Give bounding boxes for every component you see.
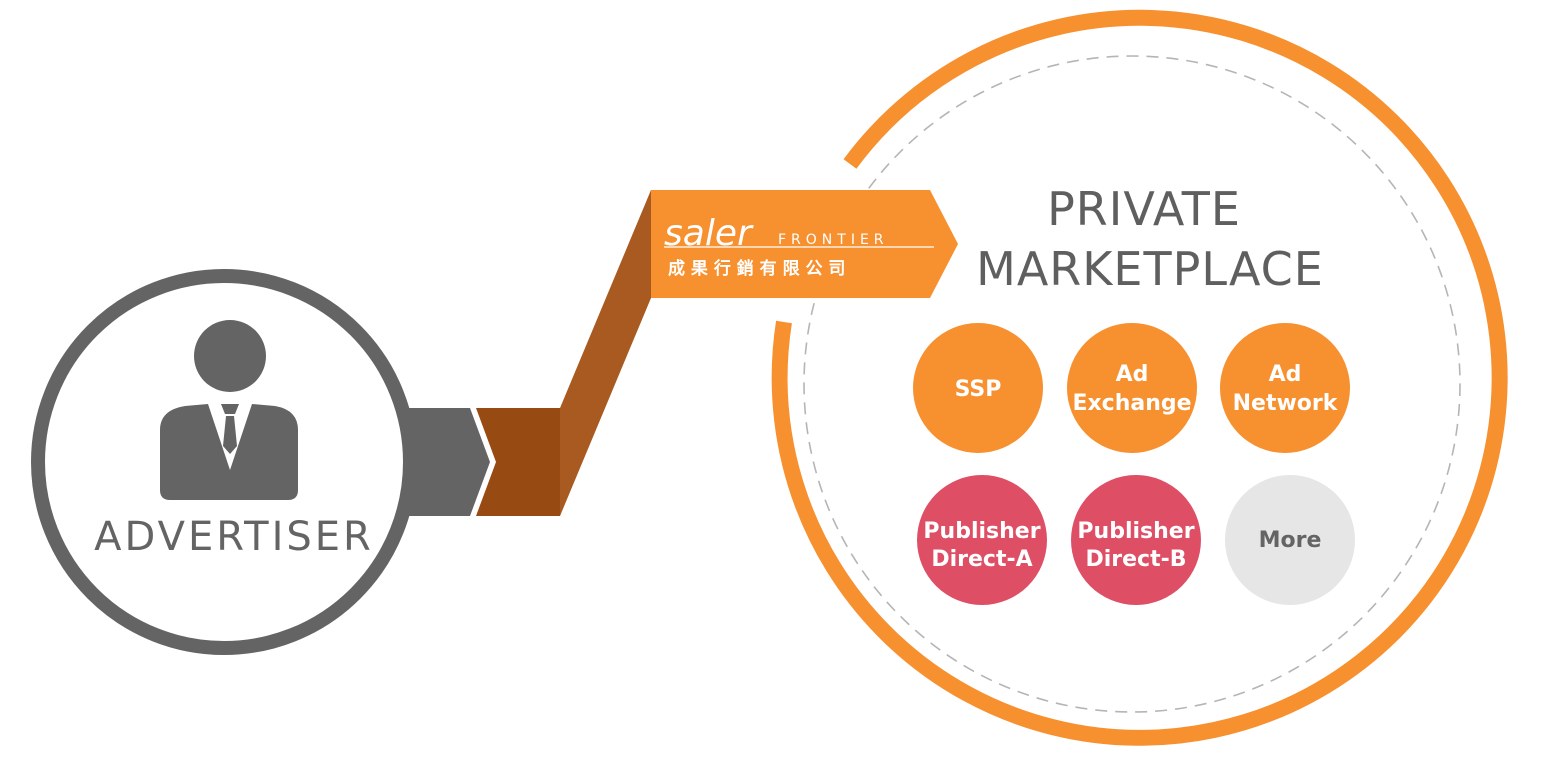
connector-brown-arrow [476, 408, 560, 516]
bubble-label-line1: Publisher [923, 519, 1040, 544]
bubble-publisher-direct-a: Publisher Direct-A [917, 475, 1047, 605]
advertiser-label: ADVERTISER [94, 514, 374, 560]
logo-brand: saler [664, 213, 754, 254]
marketplace-title-line2: MARKETPLACE [976, 242, 1324, 296]
bubble-label: SSP [955, 377, 1002, 402]
bubble-label: More [1259, 528, 1322, 553]
bubble-label-line1: Ad [1116, 362, 1149, 387]
logo-sub: FRONTIER [778, 232, 889, 248]
marketplace-title-line1: PRIVATE [1047, 182, 1241, 236]
bubble-label-line1: Publisher [1077, 519, 1194, 544]
bubble-publisher-direct-b: Publisher Direct-B [1071, 475, 1201, 605]
logo-chinese: 成 果 行 銷 有 限 公 司 [668, 258, 845, 279]
connector-ribbon [560, 190, 651, 516]
marketplace-ring [771, 9, 1508, 746]
logo-banner [651, 190, 958, 298]
bubble-label-line1: Ad [1269, 362, 1302, 387]
bubble-ssp: SSP [913, 323, 1043, 453]
bubble-more: More [1225, 475, 1355, 605]
businessman-icon [160, 320, 298, 500]
bubble-label-line2: Direct-A [931, 547, 1032, 572]
marketplace-dashed-circle [803, 55, 1461, 713]
bubble-label-line2: Exchange [1072, 391, 1191, 416]
bubble-label-line2: Network [1233, 391, 1339, 416]
bubble-ad-network: Ad Network [1220, 323, 1350, 453]
bubble-ad-exchange: Ad Exchange [1067, 323, 1197, 453]
bubble-label-line2: Direct-B [1085, 547, 1186, 572]
